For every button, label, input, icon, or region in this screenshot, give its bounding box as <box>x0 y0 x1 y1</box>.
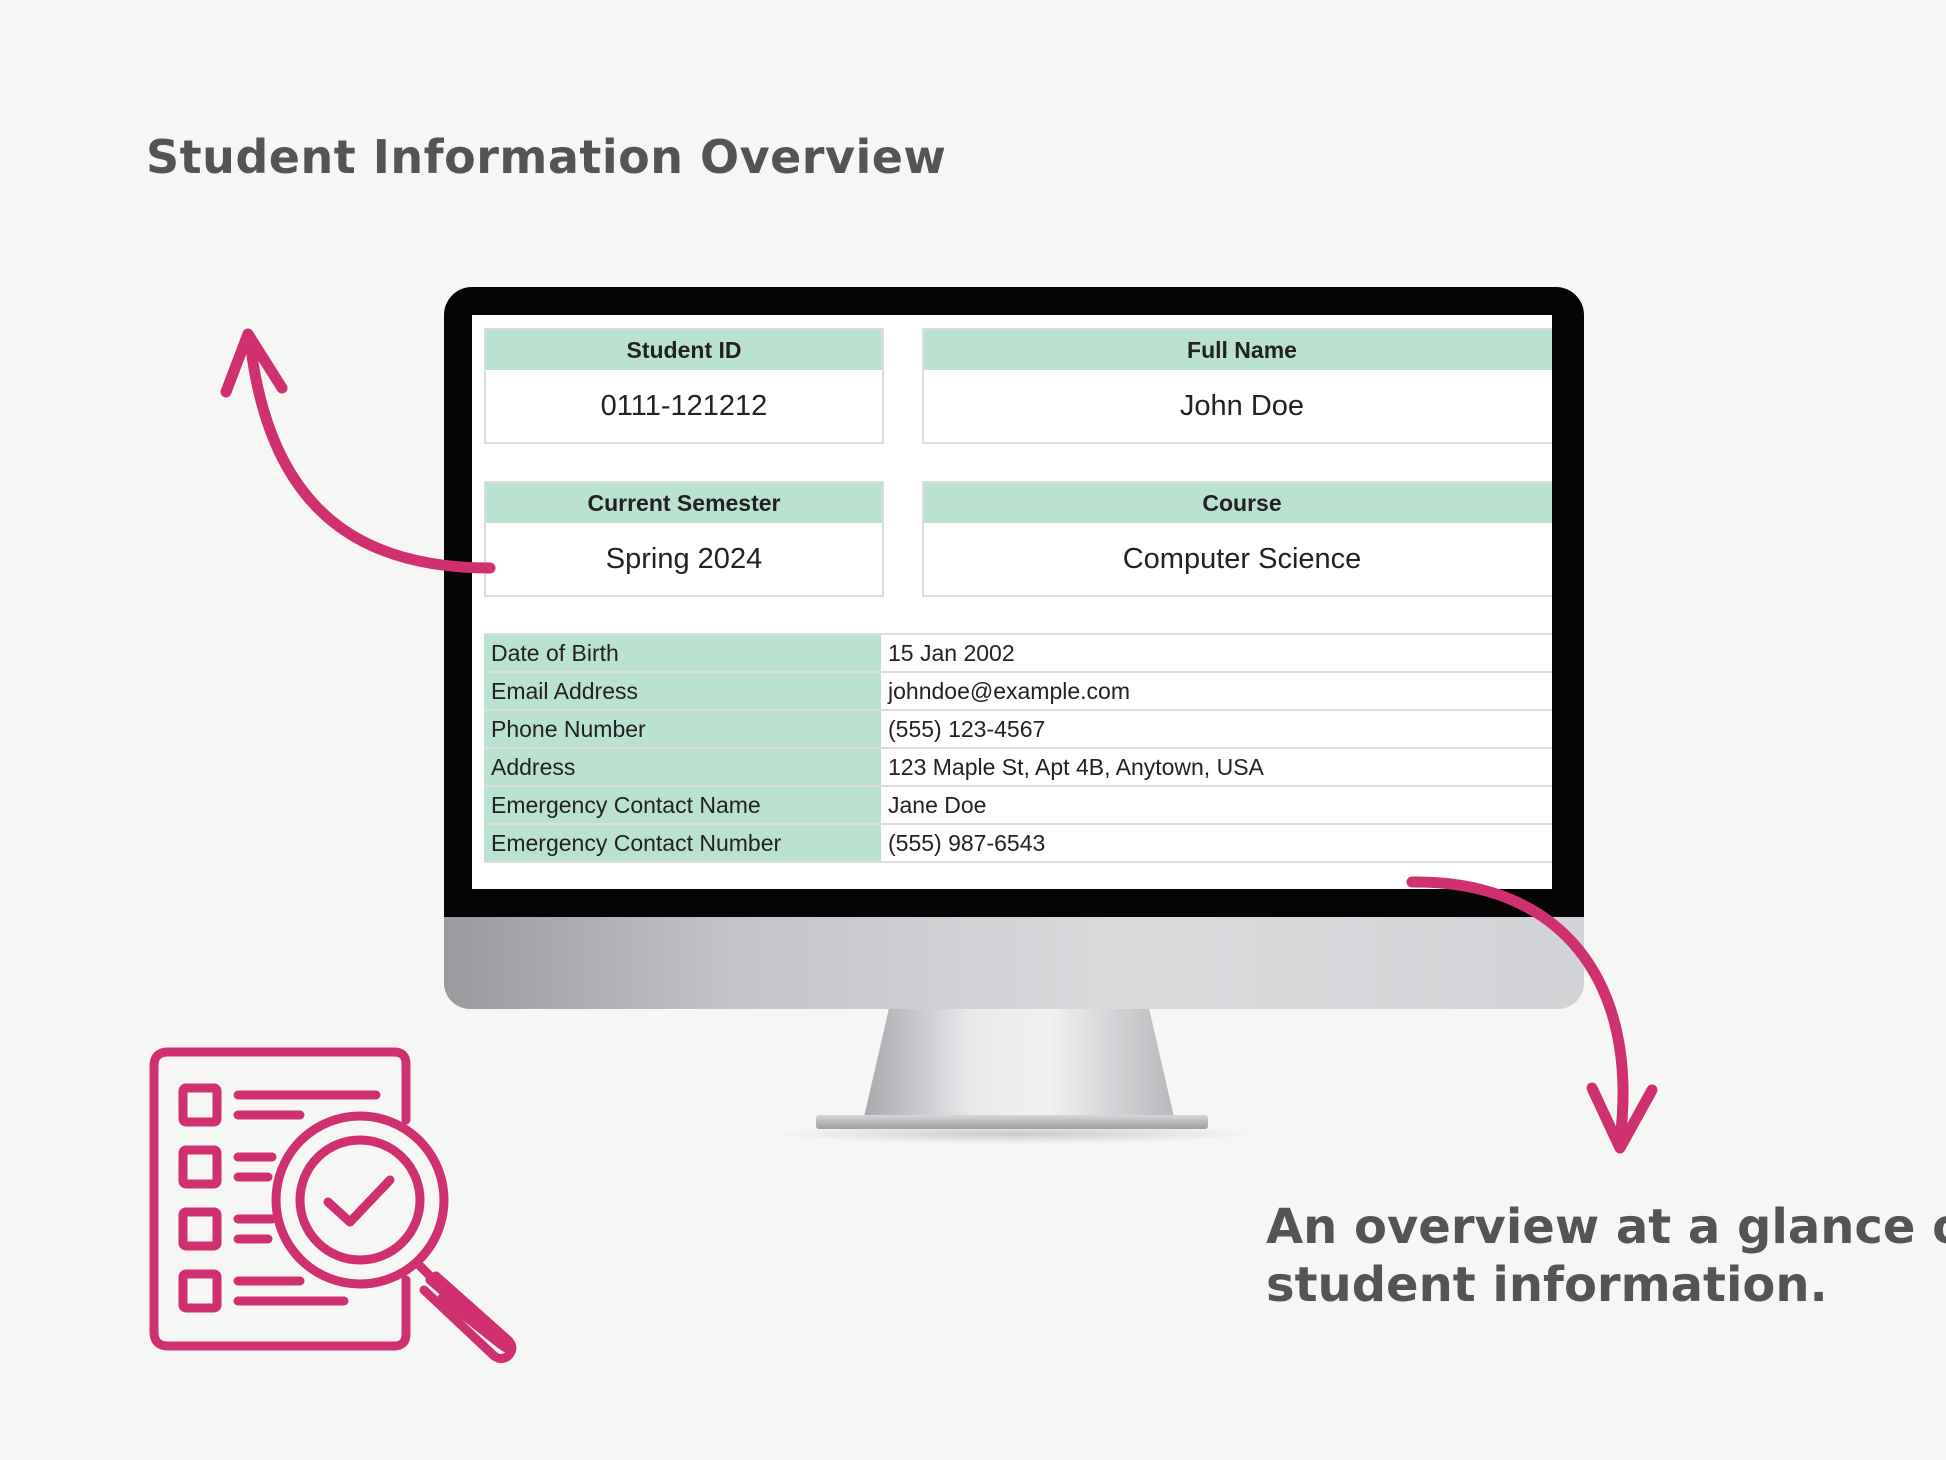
card-label: Full Name <box>924 330 1552 370</box>
table-row: Emergency Contact Name Jane Doe <box>484 785 1552 825</box>
table-row: Date of Birth 15 Jan 2002 <box>484 633 1552 673</box>
monitor-base <box>816 1115 1208 1129</box>
curved-arrow-up-icon <box>220 328 496 574</box>
detail-label: Emergency Contact Number <box>484 823 881 863</box>
detail-value: 123 Maple St, Apt 4B, Anytown, USA <box>881 747 1552 787</box>
card-student-id: Student ID 0111-121212 <box>484 328 884 444</box>
table-row: Address 123 Maple St, Apt 4B, Anytown, U… <box>484 747 1552 787</box>
details-table: Date of Birth 15 Jan 2002 Email Address … <box>484 633 1552 863</box>
detail-value: (555) 123-4567 <box>881 709 1552 749</box>
detail-label: Date of Birth <box>484 633 881 673</box>
card-full-name: Full Name John Doe <box>922 328 1552 444</box>
card-value: John Doe <box>1179 390 1305 422</box>
detail-label: Emergency Contact Name <box>484 785 881 825</box>
caption: An overview at a glance of student infor… <box>1266 1198 1946 1314</box>
table-row: Phone Number (555) 123-4567 <box>484 709 1552 749</box>
monitor-screen: Student ID 0111-121212 Full Name John Do… <box>472 315 1552 889</box>
caption-line: student information. <box>1266 1257 1828 1313</box>
caption-line: An overview at a glance of <box>1266 1199 1946 1255</box>
card-value: Spring 2024 <box>605 543 763 575</box>
detail-value: Jane Doe <box>881 785 1552 825</box>
card-course: Course Computer Science <box>922 481 1552 597</box>
detail-label: Phone Number <box>484 709 881 749</box>
page-title: Student Information Overview <box>146 130 947 184</box>
monitor-stand <box>864 1009 1174 1117</box>
detail-label: Address <box>484 747 881 787</box>
detail-value: 15 Jan 2002 <box>881 633 1552 673</box>
table-row: Emergency Contact Number (555) 987-6543 <box>484 823 1552 863</box>
card-label: Student ID <box>486 330 882 370</box>
card-value: 0111-121212 <box>600 390 768 422</box>
card-value: Computer Science <box>1122 543 1362 575</box>
detail-label: Email Address <box>484 671 881 711</box>
detail-value: johndoe@example.com <box>881 671 1552 711</box>
table-row: Email Address johndoe@example.com <box>484 671 1552 711</box>
card-current-semester: Current Semester Spring 2024 <box>484 481 884 597</box>
detail-value: (555) 987-6543 <box>881 823 1552 863</box>
curved-arrow-down-icon <box>1406 876 1658 1154</box>
card-label: Course <box>924 483 1552 523</box>
card-label: Current Semester <box>486 483 882 523</box>
monitor-base-shadow <box>770 1124 1260 1144</box>
monitor-chin <box>444 917 1584 1009</box>
